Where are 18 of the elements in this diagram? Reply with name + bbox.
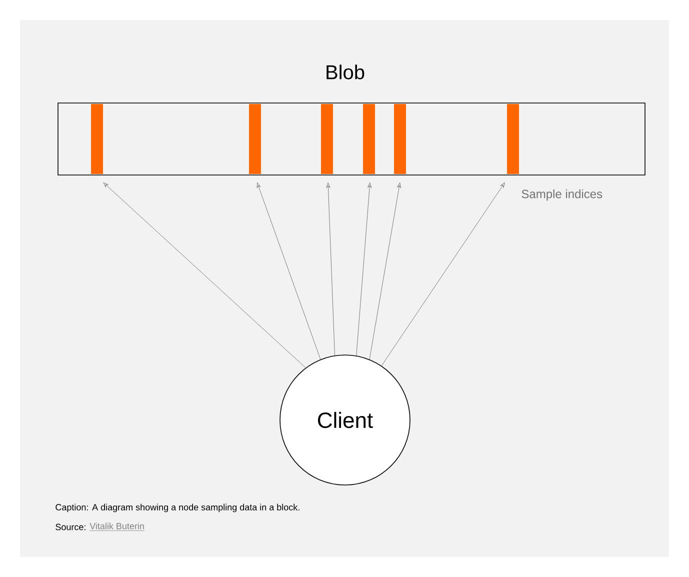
annotation-label: Sample indices — [522, 189, 602, 201]
sample-bar — [321, 104, 333, 174]
sample-bar — [249, 104, 261, 174]
arrow — [256, 182, 321, 360]
sample-bar — [507, 104, 519, 174]
blob-box — [58, 102, 646, 176]
sample-bar — [363, 104, 375, 174]
arrow — [369, 182, 402, 360]
arrow — [103, 182, 306, 368]
caption-text: Caption: A diagram showing a node sampling data in a block. — [56, 504, 300, 512]
sample-bar — [394, 104, 406, 174]
source-label: Source: — [56, 524, 86, 530]
arrow — [326, 182, 336, 356]
arrow — [381, 182, 505, 366]
arrow — [356, 182, 372, 356]
source-link: Vitalik Buterin — [89, 522, 145, 531]
blob-title: Blob — [326, 64, 364, 80]
sample-bar — [91, 104, 103, 174]
